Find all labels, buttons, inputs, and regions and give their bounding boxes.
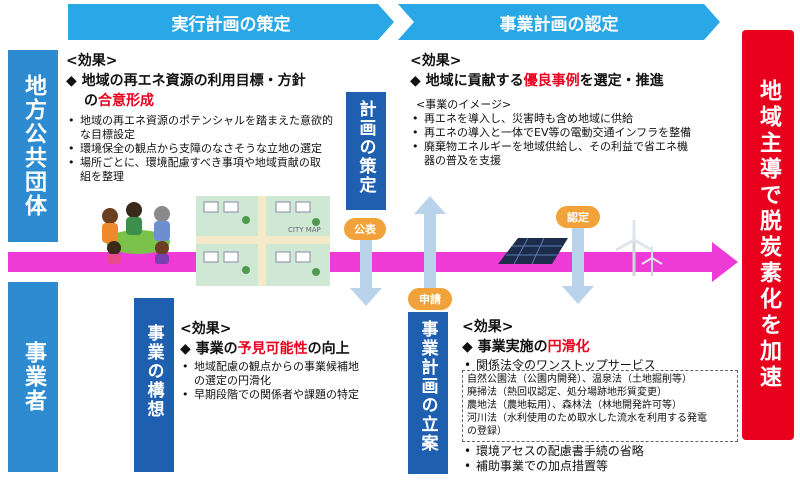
top-left-head-line1: ◆ 地域の再エネ資源の利用目標・方針 [66, 73, 306, 89]
concept-bar-label: 事業の構想 [143, 324, 164, 419]
top-left-item-cont: な目標設定 [80, 128, 135, 141]
plan-bar-label: 計画の策定 [355, 100, 376, 195]
solar-panel-illustration [498, 237, 568, 265]
law-line: 廃掃法（熱回収認定、処分場跡地形質変更） [467, 387, 667, 398]
header-chevron-plan: 実行計画の策定 [68, 4, 394, 40]
top-right-head-tail: を選定・推進 [579, 73, 664, 89]
law-line: 農地法（農地転用）、森林法（林地開発許可等） [467, 400, 682, 411]
timeline-arrow-head [712, 242, 738, 282]
publish-badge: 公表 [344, 218, 386, 240]
apply-arrow-head [414, 196, 446, 214]
certify-arrow-head [562, 286, 594, 304]
bottom-right-extra: 環境アセスの配慮書手続の省略 補助事業での加点措置等 [462, 444, 738, 474]
extra-item: 補助事業での加点措置等 [462, 459, 738, 474]
apply-label: 申請 [419, 293, 441, 306]
goal-box: 地域主導で脱炭素化を加速 [742, 30, 794, 440]
bottom-left-item-cont: の選定の円滑化 [194, 374, 271, 387]
certify-badge: 認定 [556, 206, 600, 228]
top-right-item: 再エネを導入し、災害時も含め地域に供給 [410, 112, 735, 126]
goal-label: 地域主導で脱炭素化を加速 [756, 79, 781, 391]
map-label: CITY MAP [288, 226, 321, 234]
bottom-right-head: ◆ 事業実施の円滑化 [462, 336, 740, 356]
actor-local-government-label: 地方公共団体 [21, 74, 46, 218]
top-left-item: 環境保全の観点から支障のなさそうな立地の選定 [66, 142, 354, 156]
top-left-item: 地域の再エネ資源のポテンシャルを踏まえた意欲的 [66, 114, 354, 128]
city-map-illustration: CITY MAP [196, 196, 330, 286]
publish-label: 公表 [354, 223, 376, 236]
top-left-head-highlight: 合意形成 [98, 93, 154, 109]
actor-local-government: 地方公共団体 [8, 50, 58, 242]
law-line: の登録） [467, 426, 507, 437]
publish-arrow-head [350, 288, 382, 306]
bottom-left-head-highlight: 予見可能性 [237, 341, 308, 357]
actor-business-label: 事業者 [21, 341, 46, 413]
header-chevron-certify: 事業計画の認定 [398, 4, 720, 40]
apply-badge: 申請 [408, 288, 452, 310]
top-right-item-cont: 器の普及を支援 [424, 154, 501, 167]
top-left-item-cont: 組を整理 [80, 170, 124, 183]
top-right-head-text: ◆ 地域に貢献する [410, 73, 524, 89]
top-right-image-title: <事業のイメージ> [416, 98, 512, 111]
top-right-item: 廃棄物エネルギーを地域供給し、その利益で省エネ機 [410, 140, 735, 154]
law-line: 自然公園法（公園内開発）、温泉法（土地掘削等） [467, 374, 692, 385]
bottom-right-effect-block: <効果> ◆ 事業実施の円滑化 関係法令のワンストップサービス [462, 316, 740, 372]
bottom-right-head-highlight: 円滑化 [547, 339, 590, 355]
header-label-certify: 事業計画の認定 [499, 14, 619, 35]
publish-arrow-shaft [360, 236, 372, 288]
wind-turbine-illustration [615, 220, 663, 276]
certify-label: 認定 [567, 211, 589, 224]
top-right-head: ◆ 地域に貢献する優良事例を選定・推進 [410, 70, 735, 90]
people-meeting-illustration [102, 202, 170, 264]
draft-bar: 事業計画の立案 [408, 312, 448, 474]
plan-bar: 計画の策定 [346, 92, 386, 210]
draft-bar-label: 事業計画の立案 [417, 320, 438, 453]
bottom-left-item: 地域配慮の観点からの事業候補地 [180, 360, 400, 374]
bottom-left-head-tail: の向上 [307, 341, 350, 357]
concept-bar: 事業の構想 [134, 298, 174, 472]
top-right-item: 再エネの導入と一体でEV等の電動交通インフラを整備 [410, 126, 735, 140]
bottom-left-effect-title: <効果> [180, 321, 232, 337]
header-label-plan: 実行計画の策定 [171, 14, 291, 35]
bottom-right-head-text: ◆ 事業実施の [462, 339, 548, 355]
top-left-head-line2: の合意形成 [66, 90, 354, 110]
extra-item: 環境アセスの配慮書手続の省略 [462, 444, 738, 459]
bottom-left-head-text: ◆ 事業の [180, 341, 238, 357]
actor-business: 事業者 [8, 282, 58, 472]
bottom-right-effect-title: <効果> [462, 319, 514, 335]
bottom-left-item: 早期段階での関係者や課題の特定 [180, 388, 400, 402]
top-right-effect-title: <効果> [410, 53, 462, 69]
laws-box: 自然公園法（公園内開発）、温泉法（土地掘削等） 廃掃法（熱回収認定、処分場跡地形… [462, 370, 738, 442]
one-stop-item: 関係法令のワンストップサービス [462, 358, 740, 372]
apply-arrow-shaft [424, 214, 436, 288]
top-left-effect-block: <効果> ◆ 地域の再エネ資源の利用目標・方針 の合意形成 地域の再エネ資源のポ… [66, 50, 354, 184]
top-right-head-highlight: 優良事例 [523, 73, 580, 89]
top-left-item: 場所ごとに、環境配慮すべき事項や地域貢献の取 [66, 156, 354, 170]
certify-arrow-shaft [572, 218, 584, 286]
top-left-head-text: の [84, 93, 98, 109]
law-line: 河川法（水利使用のため取水した流水を利用する発電 [467, 413, 707, 424]
top-right-effect-block: <効果> ◆ 地域に貢献する優良事例を選定・推進 <事業のイメージ> 再エネを導… [410, 50, 735, 168]
top-left-effect-title: <効果> [66, 53, 118, 69]
bottom-left-effect-block: <効果> ◆ 事業の予見可能性の向上 地域配慮の観点からの事業候補地 の選定の円… [180, 318, 400, 402]
bottom-left-head: ◆ 事業の予見可能性の向上 [180, 338, 400, 358]
